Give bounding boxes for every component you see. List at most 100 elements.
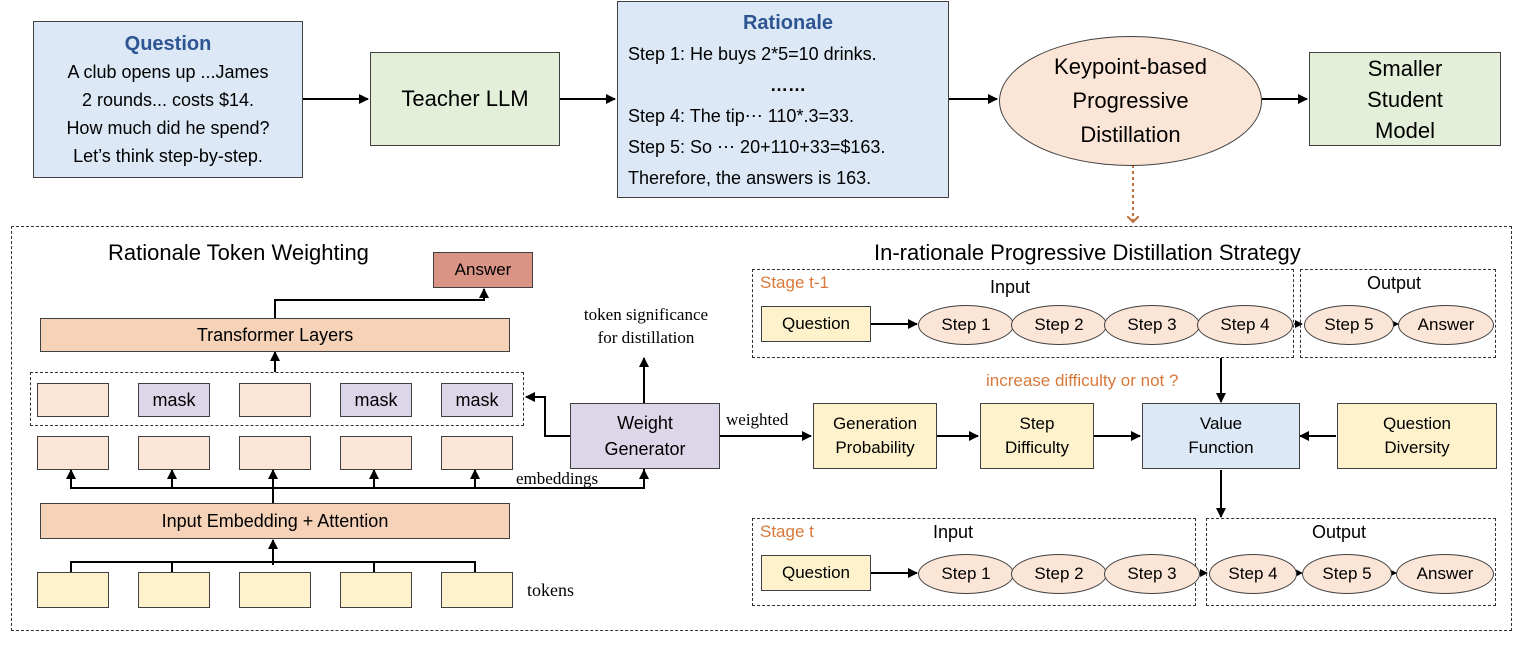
distillation-ellipse: Keypoint-based Progressive Distillation <box>999 36 1262 166</box>
step-node: Step 2 <box>1011 554 1107 594</box>
mask-token: mask <box>441 383 513 417</box>
step-node: Step 5 <box>1304 305 1394 345</box>
embedding-box <box>138 436 210 470</box>
student-model-box: Smaller Student Model <box>1309 52 1501 146</box>
significance-line: token significance <box>583 305 709 324</box>
step-label: Step 3 <box>1127 564 1177 583</box>
weight-generator-line: Generator <box>604 439 686 459</box>
question-line: How much did he spend? <box>66 117 270 138</box>
token-weighting-title: Rationale Token Weighting <box>108 240 369 265</box>
token-box <box>37 572 109 608</box>
step-label: Step 4 <box>1220 315 1270 334</box>
step-node: Step 4 <box>1197 305 1293 345</box>
step-label: Step 3 <box>1127 315 1177 334</box>
stage-t-minus-1-output-group <box>1300 269 1496 358</box>
rationale-title: Rationale <box>742 12 834 34</box>
step-label: Step 5 <box>1324 315 1374 334</box>
teacher-llm-box: Teacher LLM <box>370 52 560 146</box>
answer-label: Answer <box>1416 564 1474 583</box>
generation-probability-box: Generation Probability <box>813 403 937 469</box>
distillation-line: Progressive <box>1072 88 1189 113</box>
stage-question-box: Question <box>761 306 871 342</box>
embedding-box <box>239 436 311 470</box>
step-node: Step 2 <box>1011 305 1107 345</box>
masked-token-group <box>30 372 524 426</box>
question-line: A club opens up ...James <box>67 61 269 82</box>
input-embedding-box: Input Embedding + Attention <box>40 503 510 539</box>
question-title: Question <box>124 32 212 55</box>
weighted-label: weighted <box>726 410 789 429</box>
mask-label: mask <box>354 389 398 410</box>
token-embedding <box>37 383 109 417</box>
rationale-ellipsis: …… <box>770 75 806 95</box>
step-label: Step 4 <box>1228 564 1278 583</box>
input-embedding-label: Input Embedding + Attention <box>161 510 389 531</box>
step-difficulty-line: Step <box>1019 414 1055 433</box>
step-node: Step 4 <box>1209 554 1297 594</box>
mask-token: mask <box>340 383 412 417</box>
distillation-line: Distillation <box>1080 122 1181 147</box>
stage-question-label: Question <box>781 314 851 333</box>
value-function-line: Function <box>1188 438 1254 457</box>
tokens-label: tokens <box>527 580 574 600</box>
stage-question-label: Question <box>781 563 851 582</box>
embeddings-label: embeddings <box>516 469 599 488</box>
stage-t-output-group <box>1206 518 1496 606</box>
student-line: Smaller <box>1367 55 1443 81</box>
step-label: Step 1 <box>941 564 991 583</box>
stage-t-input-label: Input <box>933 522 974 542</box>
mask-label: mask <box>152 389 196 410</box>
distillation-line: Keypoint-based <box>1054 54 1207 79</box>
teacher-llm-label: Teacher LLM <box>401 86 529 111</box>
generation-probability-line: Generation <box>832 414 918 433</box>
question-line: 2 rounds... costs $14. <box>81 89 255 110</box>
stage-t-input-group <box>752 518 1196 606</box>
rationale-line: Therefore, the answers is 163. <box>628 168 872 188</box>
token-embedding <box>239 383 311 417</box>
embedding-box <box>37 436 109 470</box>
step-node: Step 3 <box>1104 554 1200 594</box>
significance-line: for distillation <box>597 328 695 347</box>
step-node: Step 1 <box>918 554 1014 594</box>
stage-t-minus-1-input-label: Input <box>990 277 1031 297</box>
step-label: Step 2 <box>1034 564 1084 583</box>
rationale-box: Rationale Step 1: He buys 2*5=10 drinks.… <box>617 1 949 198</box>
question-diversity-box: Question Diversity <box>1337 403 1497 469</box>
question-diversity-line: Question <box>1382 414 1452 433</box>
token-box <box>441 572 513 608</box>
stage-t-label: Stage t <box>760 522 814 541</box>
token-box <box>340 572 412 608</box>
step-node: Step 3 <box>1104 305 1200 345</box>
rationale-line: Step 4: The tip⋯ 110*.3=33. <box>628 106 854 126</box>
value-function-line: Value <box>1199 414 1243 433</box>
stage-t-minus-1-output-label: Output <box>1367 273 1422 293</box>
step-label: Step 5 <box>1322 564 1372 583</box>
mask-token: mask <box>138 383 210 417</box>
answer-label: Answer <box>1417 315 1475 334</box>
step-label: Step 2 <box>1034 315 1084 334</box>
stage-t-minus-1-label: Stage t-1 <box>760 273 829 292</box>
step-node: Step 5 <box>1302 554 1392 594</box>
answer-node: Answer <box>1398 305 1494 345</box>
answer-label: Answer <box>454 260 512 279</box>
increase-difficulty-label: increase difficulty or not ? <box>986 371 1179 390</box>
token-box <box>239 572 311 608</box>
value-function-box: Value Function <box>1142 403 1300 469</box>
stage-t-minus-1-input-group <box>752 269 1294 358</box>
token-box <box>138 572 210 608</box>
weight-generator-box: Weight Generator <box>570 403 720 469</box>
answer-node: Answer <box>1396 554 1494 594</box>
answer-box: Answer <box>433 252 533 288</box>
token-significance-label: token significance for distillation <box>560 303 732 349</box>
rationale-line: Step 5: So ⋯ 20+110+33=$163. <box>628 137 886 157</box>
mask-label: mask <box>455 389 499 410</box>
question-line: Let’s think step-by-step. <box>73 145 263 166</box>
step-difficulty-line: Difficulty <box>1005 438 1069 457</box>
stage-question-box: Question <box>761 555 871 591</box>
stage-t-output-label: Output <box>1312 522 1367 542</box>
detail-panel <box>11 226 1512 631</box>
student-line: Student <box>1367 86 1443 112</box>
rationale-line: Step 1: He buys 2*5=10 drinks. <box>628 44 877 64</box>
step-difficulty-box: Step Difficulty <box>980 403 1094 469</box>
transformer-layers-box: Transformer Layers <box>40 318 510 352</box>
